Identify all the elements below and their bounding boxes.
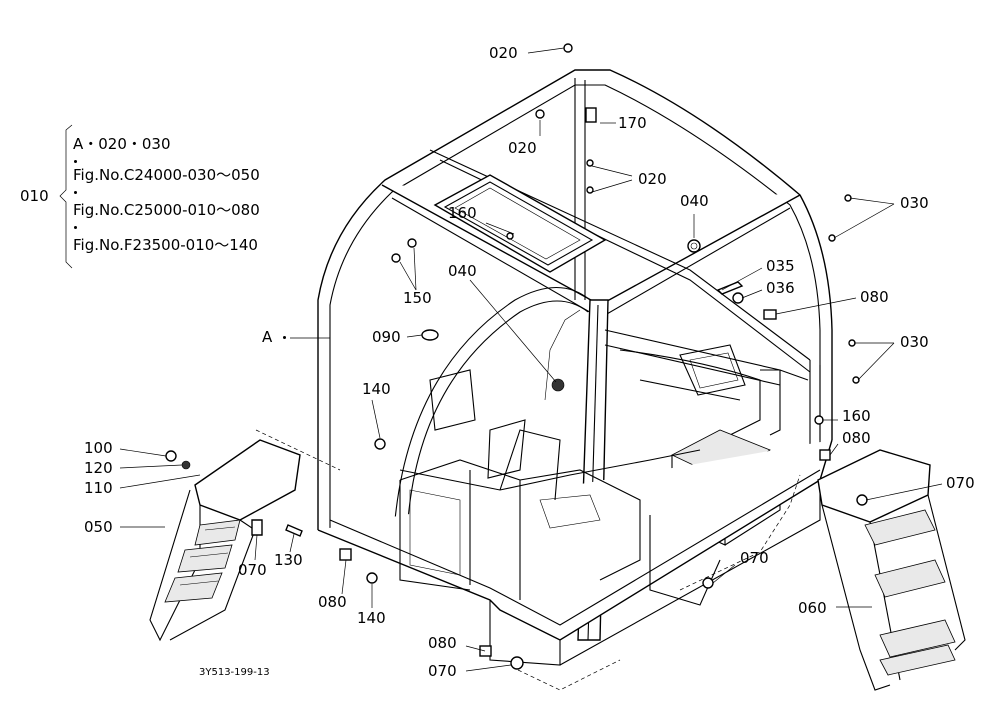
small-parts bbox=[165, 43, 868, 670]
callout-130: 130 bbox=[274, 551, 303, 569]
bullet-dot bbox=[74, 160, 77, 163]
callout-060: 060 bbox=[798, 599, 827, 617]
leader-lines bbox=[119, 47, 943, 691]
callout-070-center: 070 bbox=[740, 549, 769, 567]
ref-a-dot bbox=[283, 336, 286, 339]
callout-040-top: 040 bbox=[680, 192, 709, 210]
ref-a-label: A bbox=[262, 328, 273, 346]
assembly-bracket bbox=[59, 124, 73, 269]
assembly-line-1: A・020・030 bbox=[73, 135, 171, 153]
callout-080-bottom-left: 080 bbox=[318, 593, 347, 611]
roof-frame bbox=[317, 69, 833, 530]
right-step-060 bbox=[817, 449, 966, 691]
left-step-050 bbox=[149, 439, 301, 642]
callout-035: 035 bbox=[766, 257, 795, 275]
callout-050: 050 bbox=[84, 518, 113, 536]
callout-080-top: 080 bbox=[860, 288, 889, 306]
callout-010: 010 bbox=[20, 187, 49, 205]
callout-160-top: 160 bbox=[448, 204, 477, 222]
callout-090: 090 bbox=[372, 328, 401, 346]
callout-110: 110 bbox=[84, 479, 113, 497]
callout-070-right-step: 070 bbox=[946, 474, 975, 492]
callout-080-bottom: 080 bbox=[428, 634, 457, 652]
callout-020-top: 020 bbox=[489, 44, 518, 62]
callout-080-right: 080 bbox=[842, 429, 871, 447]
callout-070-step-left: 070 bbox=[238, 561, 267, 579]
callout-100: 100 bbox=[84, 439, 113, 457]
bullet-dot bbox=[74, 226, 77, 229]
callout-160-right: 160 bbox=[842, 407, 871, 425]
bullet-dot bbox=[74, 191, 77, 194]
callout-030-mid: 030 bbox=[900, 333, 929, 351]
assembly-line-3: Fig.No.C25000-010～080 bbox=[73, 201, 260, 219]
callout-150: 150 bbox=[403, 289, 432, 307]
callout-020-mid: 020 bbox=[508, 139, 537, 157]
callout-140-bottom: 140 bbox=[357, 609, 386, 627]
drawing-id: 3Y513-199-13 bbox=[199, 667, 270, 678]
callout-030-top: 030 bbox=[900, 194, 929, 212]
callout-020-right: 020 bbox=[638, 170, 667, 188]
assembly-line-2: Fig.No.C24000-030～050 bbox=[73, 166, 260, 184]
floor-frame bbox=[317, 369, 833, 666]
callout-120: 120 bbox=[84, 459, 113, 477]
callout-140-mid: 140 bbox=[362, 380, 391, 398]
callout-070-bottom: 070 bbox=[428, 662, 457, 680]
callout-040-mid: 040 bbox=[448, 262, 477, 280]
assembly-line-4: Fig.No.F23500-010～140 bbox=[73, 236, 258, 254]
callout-170: 170 bbox=[618, 114, 647, 132]
callout-036: 036 bbox=[766, 279, 795, 297]
